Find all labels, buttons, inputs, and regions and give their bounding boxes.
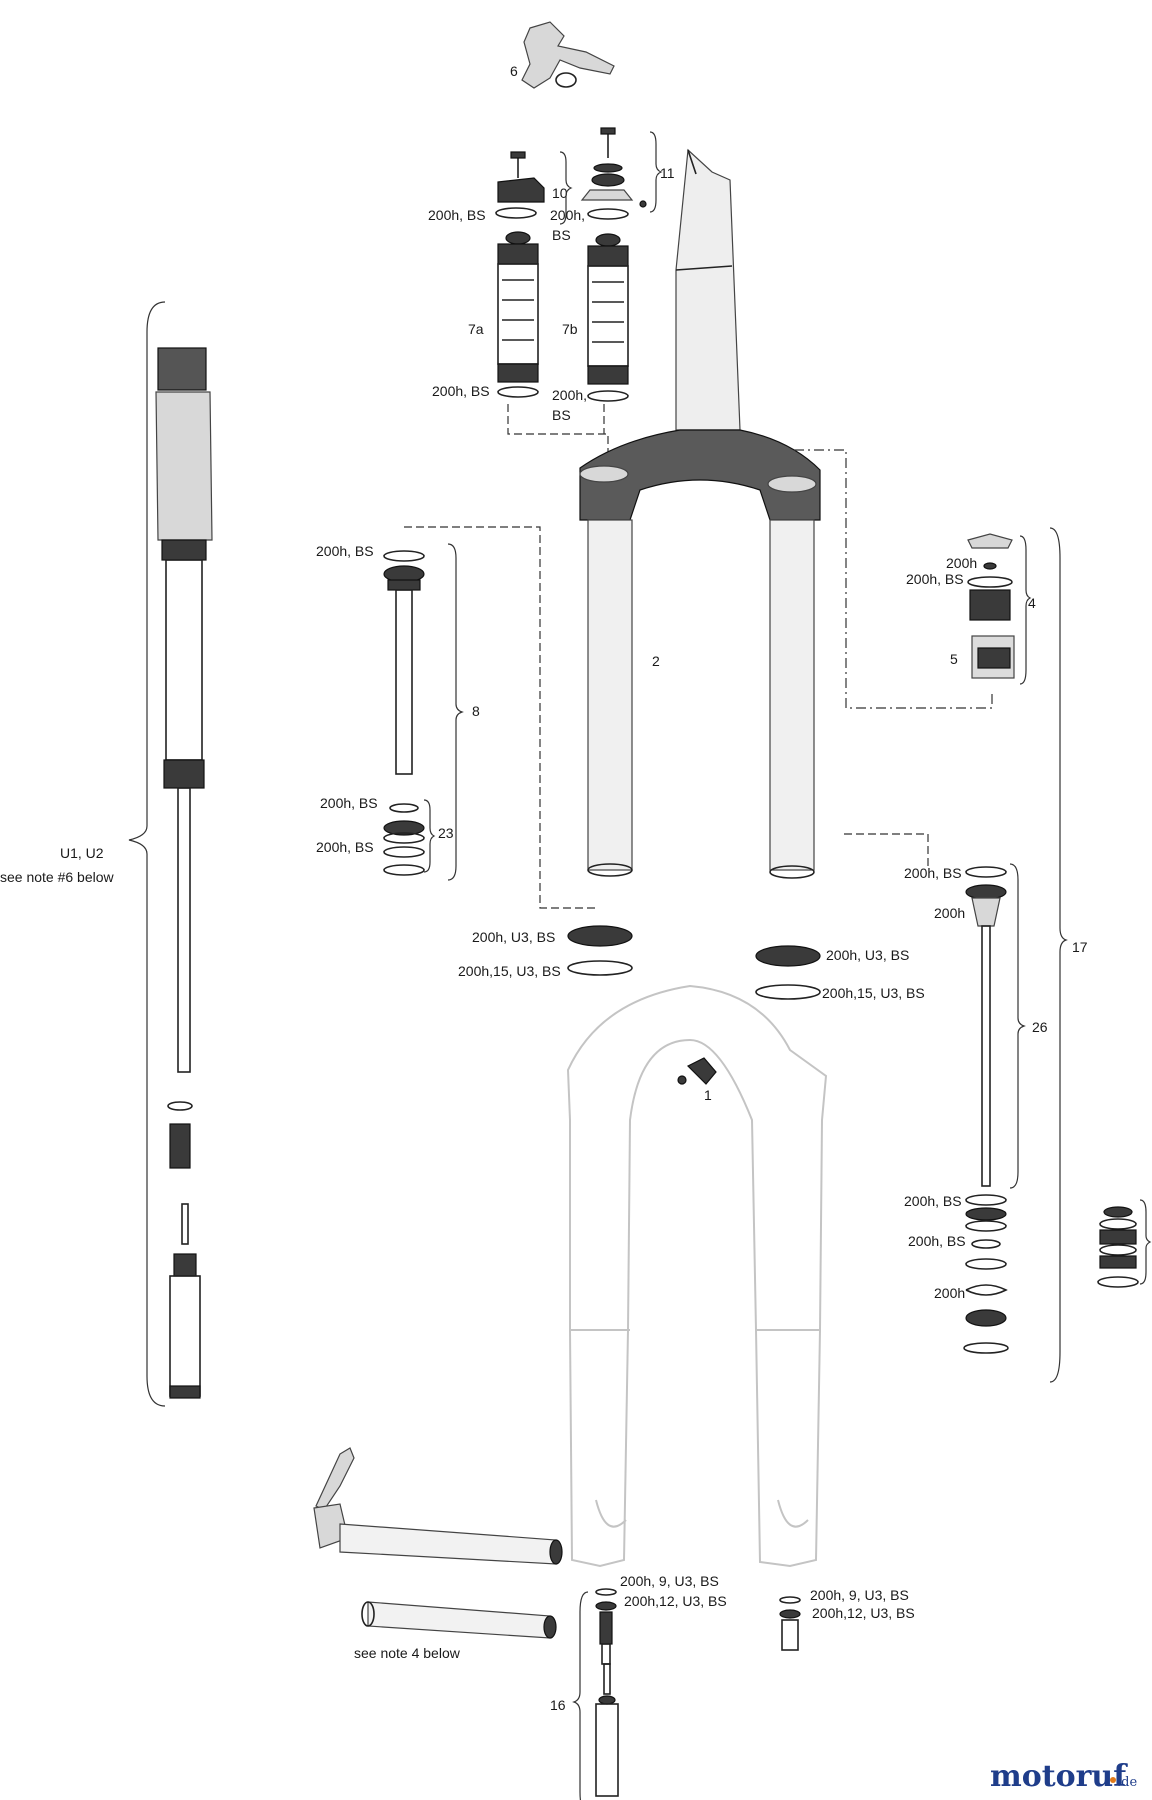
logo-tld: .de: [1117, 1775, 1137, 1790]
leader-8-to-lower: [404, 526, 596, 909]
label-16: 16: [550, 1697, 566, 1713]
brace-u1-u2: [128, 301, 166, 1407]
lower-left-seals: [567, 925, 633, 976]
label-23: 23: [438, 825, 454, 841]
label-17: 17: [1072, 939, 1088, 955]
part-5-cap: [971, 635, 1015, 679]
label-200h-bs-b2: BS: [552, 227, 571, 243]
label-200h-bs-l: 200h, BS: [904, 1193, 962, 1209]
logo-text: motoruf: [990, 1759, 1128, 1794]
brace-extra: [1139, 1199, 1152, 1285]
label-200h-9-u3-bs-b: 200h, 9, U3, BS: [810, 1587, 909, 1603]
label-200h-bs-m: 200h, BS: [908, 1233, 966, 1249]
brace-23: [423, 799, 436, 873]
label-see-note-6: see note #6 below: [0, 869, 115, 885]
extra-seal-stack: [1097, 1206, 1139, 1288]
label-200h-u3-bs-b: 200h, U3, BS: [826, 947, 909, 963]
label-2: 2: [652, 653, 660, 669]
label-11: 11: [660, 165, 675, 181]
brace-8: [447, 543, 464, 881]
label-7b: 7b: [562, 321, 578, 337]
lower-right-seals: [755, 945, 821, 1000]
label-200h-bs-j: 200h, BS: [904, 865, 962, 881]
part-6-remote-lever: [521, 21, 615, 89]
label-8: 8: [472, 703, 480, 719]
part-1-lower-leg: [566, 984, 828, 1568]
label-see-note-4: see note 4 below: [354, 1645, 461, 1661]
label-200h-bs-b1: 200h,: [550, 207, 585, 223]
label-200h-15-u3-bs-a: 200h,15, U3, BS: [458, 963, 561, 979]
part-2-crown-steerer-assembly: [579, 148, 821, 879]
leader-crown-to-cap: [794, 449, 993, 709]
part-4-top-cap: [967, 533, 1013, 621]
motoruf-logo: motoruf .de: [990, 1759, 1137, 1794]
bottom-right-bolt: [779, 1596, 801, 1651]
label-200h-bs-c: 200h, BS: [432, 383, 490, 399]
label-u1-u2: U1, U2: [60, 845, 104, 861]
brace-16: [572, 1591, 589, 1800]
label-26: 26: [1032, 1019, 1048, 1035]
part-23-seal-kit: [383, 803, 425, 876]
label-200h-15-u3-bs-b: 200h,15, U3, BS: [822, 985, 925, 1001]
part-7b-cartridge: [587, 233, 629, 402]
label-200h-k: 200h: [934, 905, 965, 921]
label-200h-9-u3-bs-a: 200h, 9, U3, BS: [620, 1573, 719, 1589]
label-6: 6: [510, 63, 518, 79]
label-200h-n: 200h: [934, 1285, 965, 1301]
label-200h-bs-e: 200h, BS: [316, 543, 374, 559]
part-16-damper-bottom: [595, 1663, 619, 1797]
label-1: 1: [704, 1087, 712, 1103]
label-200h-bs-d1: 200h,: [552, 387, 587, 403]
brace-4: [1019, 535, 1032, 685]
label-200h-u3-bs-a: 200h, U3, BS: [472, 929, 555, 945]
thru-axle-lever: [313, 1447, 563, 1565]
label-200h-h: 200h: [946, 555, 977, 571]
part-10-knob: [495, 151, 545, 219]
part-u1-u2-damper: [155, 347, 213, 1399]
label-200h-bs-a: 200h, BS: [428, 207, 486, 223]
part-26-rebound-shaft: [963, 866, 1009, 1354]
label-10: 10: [552, 185, 568, 201]
brace-11: [649, 131, 663, 213]
part-11-knob-kit: [580, 127, 647, 220]
part-7a-cartridge: [497, 231, 539, 398]
label-200h-bs-g: 200h, BS: [316, 839, 374, 855]
label-5: 5: [950, 651, 958, 667]
thru-axle-plain: [361, 1601, 557, 1639]
leader-lower-to-26: [844, 833, 929, 866]
brace-26: [1009, 863, 1026, 1189]
bottom-left-bolt: [595, 1588, 617, 1665]
label-200h-bs-f: 200h, BS: [320, 795, 378, 811]
brace-10: [559, 151, 573, 225]
label-200h-12-u3-bs-a: 200h,12, U3, BS: [624, 1593, 727, 1609]
label-7a: 7a: [468, 321, 484, 337]
label-200h-bs-i: 200h, BS: [906, 571, 964, 587]
brace-17: [1049, 527, 1068, 1383]
part-8-air-shaft: [383, 550, 425, 775]
label-4: 4: [1028, 595, 1036, 611]
label-200h-bs-d2: BS: [552, 407, 571, 423]
label-200h-12-u3-bs-b: 200h,12, U3, BS: [812, 1605, 915, 1621]
